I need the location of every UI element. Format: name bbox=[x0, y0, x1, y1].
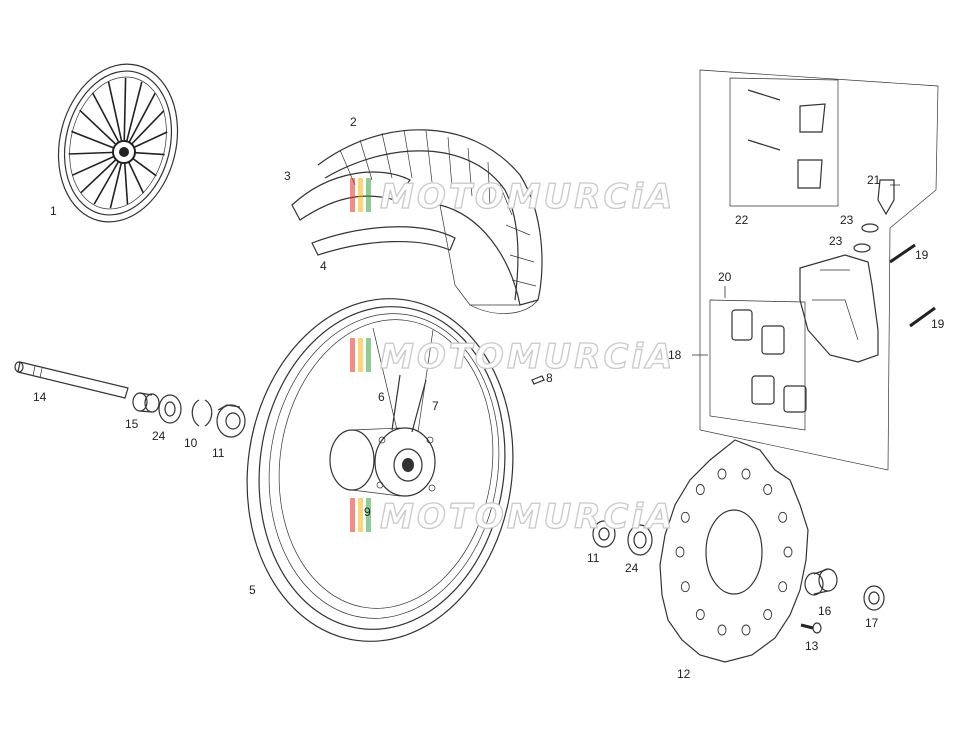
part-number-labels: 1 2 3 4 5 6 7 8 9 10 11 11 12 13 14 15 1… bbox=[33, 115, 945, 681]
part-label-4: 4 bbox=[320, 259, 327, 273]
part-label-8: 8 bbox=[546, 371, 553, 385]
watermark-stripe bbox=[350, 498, 355, 532]
seal-24a-drawing bbox=[158, 394, 182, 424]
part-label-5: 5 bbox=[249, 583, 256, 597]
part-label-23a: 23 bbox=[840, 213, 854, 227]
disc-hole bbox=[695, 609, 705, 620]
disc-hole bbox=[680, 511, 690, 523]
leader-lines bbox=[692, 184, 900, 356]
disc-hole bbox=[741, 624, 751, 636]
part-label-18: 18 bbox=[668, 348, 682, 362]
pad-set-box bbox=[709, 299, 807, 431]
spoked-wheel-drawing bbox=[57, 63, 179, 223]
part-label-3: 3 bbox=[284, 169, 291, 183]
bleed-screw-21-drawing bbox=[877, 179, 895, 216]
hub-drawing bbox=[329, 427, 436, 497]
watermark-text: MOTOMURCiA bbox=[380, 337, 675, 377]
spacer-15-drawing bbox=[132, 392, 160, 413]
watermark: MOTOMURCiA bbox=[350, 336, 675, 378]
part-label-23b: 23 bbox=[829, 234, 843, 248]
axle-drawing bbox=[14, 361, 129, 399]
bolt-19a-drawing bbox=[889, 243, 916, 264]
tyre-drawing bbox=[317, 129, 543, 314]
spoke bbox=[123, 81, 143, 153]
part-label-11a: 11 bbox=[212, 446, 225, 460]
part-label-10: 10 bbox=[184, 436, 198, 450]
part-label-21: 21 bbox=[867, 173, 881, 187]
part-label-7: 7 bbox=[432, 399, 439, 413]
inner-tube-drawing bbox=[291, 171, 411, 221]
part-label-14: 14 bbox=[33, 390, 47, 404]
caliper-assembly-box bbox=[699, 69, 939, 471]
part-label-20: 20 bbox=[718, 270, 732, 284]
watermark: MOTOMURCiA bbox=[350, 176, 675, 218]
watermark-stripe bbox=[366, 178, 371, 212]
nut-17-drawing bbox=[863, 585, 885, 611]
part-label-9: 9 bbox=[364, 505, 371, 519]
disc-hole bbox=[680, 581, 690, 593]
part-label-2: 2 bbox=[350, 115, 357, 129]
watermark-stripe bbox=[358, 498, 363, 532]
part-label-15: 15 bbox=[125, 417, 139, 431]
seal-24b-drawing bbox=[627, 524, 653, 556]
disc-hole bbox=[695, 484, 705, 495]
part-label-19b: 19 bbox=[931, 317, 945, 331]
disc-hole bbox=[778, 581, 788, 593]
watermark-stripe bbox=[358, 178, 363, 212]
part-label-19a: 19 bbox=[915, 248, 929, 262]
disc-hole bbox=[741, 468, 751, 480]
part-label-17: 17 bbox=[865, 616, 879, 630]
bearing-11a-drawing bbox=[216, 404, 246, 438]
part-label-6: 6 bbox=[378, 390, 385, 404]
disc-hole bbox=[763, 609, 773, 620]
watermark-stripe bbox=[358, 338, 363, 372]
part-label-22: 22 bbox=[735, 213, 749, 227]
watermark-stripe bbox=[350, 338, 355, 372]
part-label-12: 12 bbox=[677, 667, 691, 681]
part-label-11b: 11 bbox=[587, 551, 600, 565]
disc-hole bbox=[763, 484, 773, 495]
rim-band-drawing bbox=[311, 226, 456, 256]
brake-disc-drawing bbox=[659, 439, 809, 663]
watermark-group: MOTOMURCiA MOTOMURCiA MOTOMURCiA bbox=[350, 176, 675, 538]
bearing-11b-drawing bbox=[592, 520, 616, 548]
circlip-10-drawing bbox=[191, 399, 213, 427]
disc-hole bbox=[717, 468, 727, 480]
rim-drawing bbox=[246, 298, 514, 642]
part-label-16: 16 bbox=[818, 604, 832, 618]
watermark: MOTOMURCiA bbox=[350, 496, 675, 538]
watermark-text: MOTOMURCiA bbox=[380, 497, 675, 537]
disc-hole bbox=[778, 511, 788, 523]
watermark-text: MOTOMURCiA bbox=[380, 177, 675, 217]
watermark-stripe bbox=[366, 498, 371, 532]
bolt-19b-drawing bbox=[909, 306, 936, 328]
pin-kit-box bbox=[729, 77, 839, 207]
part-label-24a: 24 bbox=[152, 429, 166, 443]
part-label-13: 13 bbox=[805, 639, 819, 653]
disc-hole bbox=[783, 546, 793, 558]
caliper-body-drawing bbox=[799, 254, 879, 363]
part-8-drawing bbox=[531, 375, 545, 385]
watermark-stripe bbox=[366, 338, 371, 372]
bolt-13-drawing bbox=[800, 622, 822, 634]
disc-hole bbox=[675, 546, 685, 558]
part-label-24b: 24 bbox=[625, 561, 639, 575]
watermark-stripe bbox=[350, 178, 355, 212]
spoke bbox=[123, 77, 127, 153]
disc-hole bbox=[717, 624, 727, 636]
part-label-1: 1 bbox=[50, 204, 57, 218]
spacer-16-drawing bbox=[804, 568, 838, 596]
washer-23-drawing bbox=[853, 223, 879, 253]
